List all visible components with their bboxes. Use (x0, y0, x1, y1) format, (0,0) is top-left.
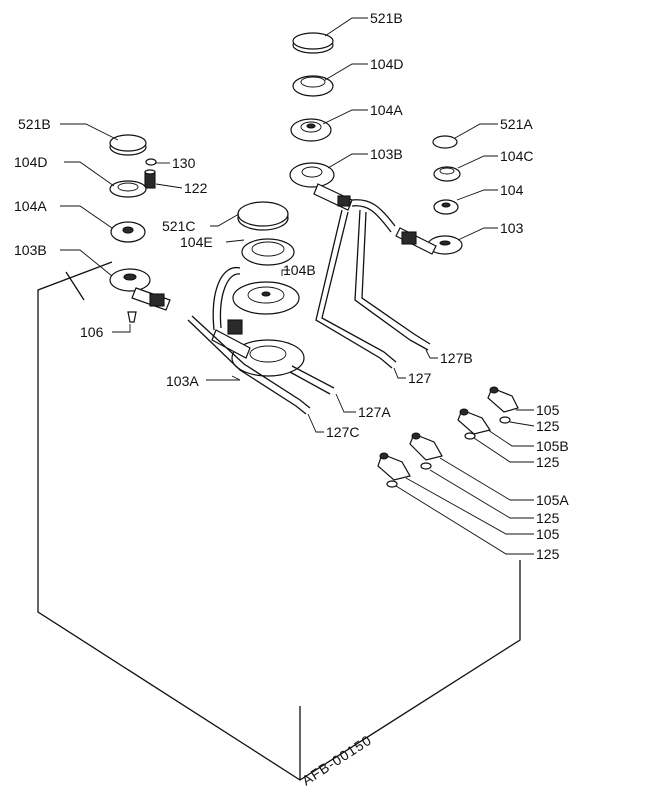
label-104c: 104C (500, 148, 533, 164)
gas-pipe-127a (289, 365, 335, 395)
gas-tap-105b (457, 408, 491, 440)
gas-pipe-127b (354, 209, 431, 351)
label-125-third: 125 (536, 510, 560, 526)
label-103: 103 (500, 220, 524, 236)
burner-cap-521a (432, 135, 458, 149)
label-104b: 104B (283, 262, 316, 278)
gas-tap-105-top (487, 386, 519, 424)
burner-crown-104a-left (110, 221, 146, 243)
spark-plug-130 (145, 158, 157, 166)
burner-crown-104a-top (290, 118, 332, 142)
label-104d-top: 104D (370, 56, 403, 72)
label-521c: 521C (162, 218, 195, 234)
burner-crown-104e (241, 238, 295, 266)
label-104d-left: 104D (14, 154, 47, 170)
burner-body-103b-left (109, 268, 171, 311)
burner-crown-104d-top (292, 75, 334, 97)
label-104a-left: 104A (14, 198, 47, 214)
label-127: 127 (408, 370, 432, 386)
gas-tap-105a (409, 432, 443, 470)
gas-pipe-127c (187, 315, 311, 415)
cooker-body-outline (37, 261, 521, 781)
label-127b: 127B (440, 350, 473, 366)
burner-crown-104c (433, 166, 461, 182)
label-127a: 127A (358, 404, 391, 420)
burner-cap-521b-left (109, 134, 147, 156)
label-125-first: 125 (536, 418, 560, 434)
burner-crown-104d-left (109, 180, 147, 198)
label-103a: 103A (166, 373, 199, 389)
gas-tap-105-low (377, 452, 411, 488)
thermocouple-122 (144, 169, 156, 189)
label-104: 104 (500, 182, 524, 198)
part-labels: 521B 104D 104A 103B 521A 104C 104 103 52… (14, 10, 569, 562)
label-521b-left: 521B (18, 116, 51, 132)
burner-crown-104 (433, 199, 459, 215)
label-105a: 105A (536, 492, 569, 508)
label-104e: 104E (180, 234, 213, 250)
label-122: 122 (184, 180, 208, 196)
label-130: 130 (172, 155, 196, 171)
gas-pipe-127 (315, 209, 397, 369)
burner-crown-104b (232, 281, 300, 315)
drawing-code: AFB-00150 (299, 732, 375, 789)
label-103b-middle: 103B (370, 146, 403, 162)
label-125-second: 125 (536, 454, 560, 470)
burner-cap-521b-top (292, 32, 334, 54)
burner-cap-521c (237, 201, 289, 231)
label-106: 106 (80, 324, 104, 340)
label-127c: 127C (326, 424, 359, 440)
leader-lines (60, 17, 535, 555)
burner-body-103b-middle (289, 162, 353, 211)
label-521b-top: 521B (370, 10, 403, 26)
label-103b-left: 103B (14, 242, 47, 258)
label-125-fourth: 125 (536, 546, 560, 562)
label-521a: 521A (500, 116, 533, 132)
burner-body-103a (211, 319, 305, 377)
label-105-top: 105 (536, 402, 560, 418)
injector-106 (127, 311, 137, 323)
label-105b: 105B (536, 438, 569, 454)
label-104a-top: 104A (370, 102, 403, 118)
label-105-low: 105 (536, 526, 560, 542)
burner-body-103 (395, 227, 463, 255)
